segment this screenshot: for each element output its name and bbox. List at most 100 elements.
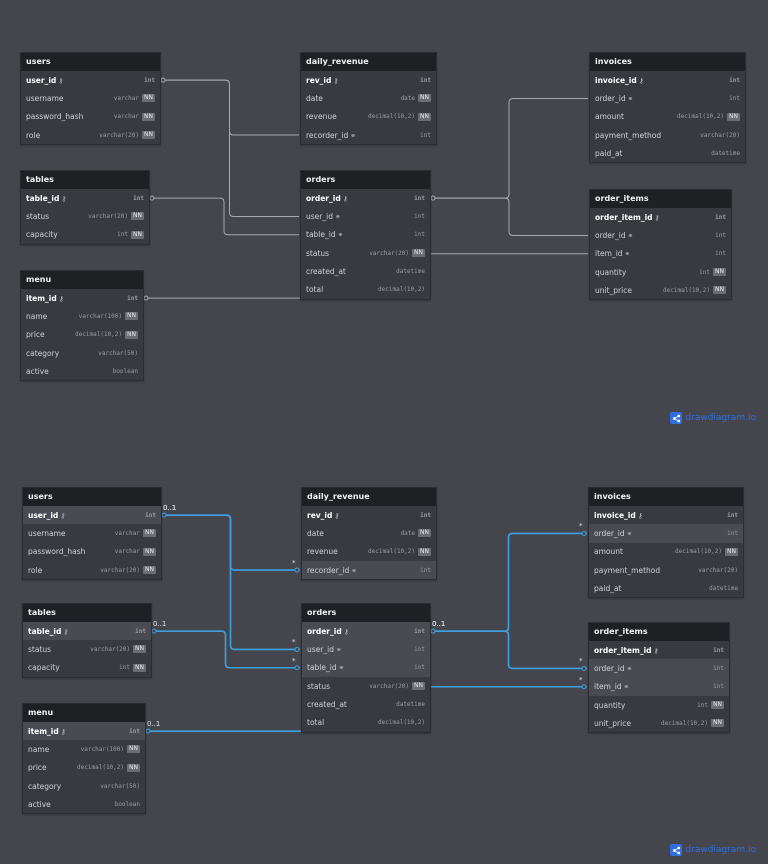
field-row[interactable]: rev_id⚷int <box>302 506 436 524</box>
field-row[interactable]: table_id⚭int <box>302 658 430 677</box>
table-title[interactable]: invoices <box>590 53 745 71</box>
table-title[interactable]: tables <box>23 604 151 622</box>
field-row[interactable]: recorder_id⚭int <box>302 560 436 580</box>
field-row[interactable]: table_id⚷int <box>21 189 149 207</box>
relationship-line[interactable] <box>160 79 299 136</box>
relationship-line[interactable] <box>160 79 299 217</box>
field-row[interactable]: table_id⚷int <box>23 622 151 641</box>
field-row[interactable]: invoice_id⚷int <box>589 506 743 524</box>
table-title[interactable]: users <box>21 53 160 71</box>
field-row[interactable]: recorder_id⚭int <box>301 126 436 144</box>
field-row[interactable]: item_id⚷int <box>21 289 143 307</box>
table-title[interactable]: menu <box>21 271 143 289</box>
table-title[interactable]: daily_revenue <box>301 53 436 71</box>
field-row[interactable]: order_item_id⚷int <box>590 208 731 226</box>
relationship-line[interactable] <box>161 514 300 571</box>
relationship-line[interactable] <box>430 532 587 632</box>
table-title[interactable]: menu <box>23 704 145 722</box>
field-row[interactable]: user_id⚷int <box>23 506 161 525</box>
field-row[interactable]: order_id⚭int <box>589 659 729 678</box>
field-row[interactable]: order_id⚷int <box>301 189 430 207</box>
table-title[interactable]: orders <box>302 604 430 622</box>
field-row[interactable]: user_id⚷int <box>21 71 160 89</box>
field-row[interactable]: order_id⚭int <box>590 89 745 107</box>
relationship-line[interactable] <box>151 630 300 669</box>
field-row[interactable]: table_id⚭int <box>301 226 430 244</box>
table-title[interactable]: tables <box>21 171 149 189</box>
relationship-line[interactable] <box>149 197 299 236</box>
table-title[interactable]: order_items <box>589 623 729 641</box>
relationship-line[interactable] <box>161 514 300 651</box>
field-row[interactable]: order_id⚭int <box>590 226 731 244</box>
relationship-line[interactable] <box>430 197 588 236</box>
field-row[interactable]: item_id⚷int <box>23 722 145 741</box>
table-title[interactable]: orders <box>301 171 430 189</box>
field-row[interactable]: rev_id⚷int <box>301 71 436 89</box>
field-row[interactable]: order_item_id⚷int <box>589 641 729 659</box>
table-title[interactable]: daily_revenue <box>302 488 436 506</box>
table-title[interactable]: order_items <box>590 190 731 208</box>
field-row[interactable]: order_id⚭int <box>589 524 743 543</box>
relationship-line[interactable] <box>430 630 587 670</box>
field-row[interactable]: user_id⚭int <box>301 207 430 225</box>
field-row[interactable]: user_id⚭int <box>302 640 430 659</box>
table-title[interactable]: users <box>23 488 161 506</box>
field-row[interactable]: item_id⚭int <box>589 677 729 696</box>
field-row[interactable]: order_id⚷int <box>302 622 430 641</box>
field-row[interactable]: invoice_id⚷int <box>590 71 745 89</box>
relationship-line[interactable] <box>430 97 588 199</box>
table-title[interactable]: invoices <box>589 488 743 506</box>
field-row[interactable]: item_id⚭int <box>590 245 731 263</box>
